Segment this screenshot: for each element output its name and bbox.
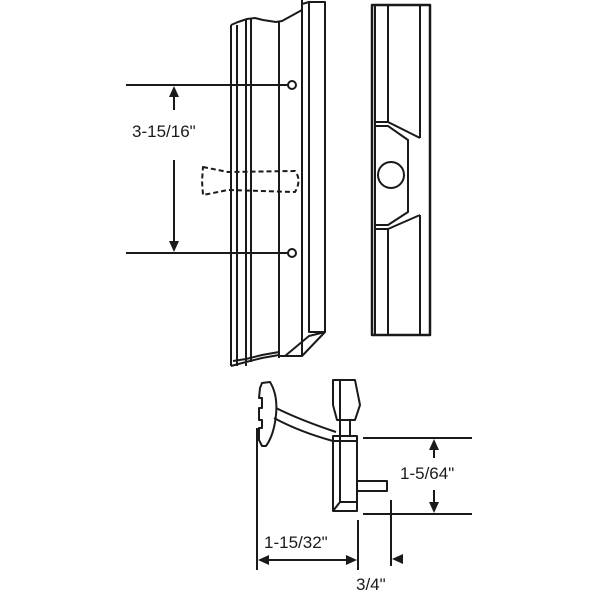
mounting-hole-bottom bbox=[287, 248, 297, 258]
tail-projection-dimension: 3/4" bbox=[356, 500, 403, 594]
side-latch-view bbox=[258, 379, 388, 512]
hole-spacing-label: 3-15/16" bbox=[132, 122, 196, 141]
hole-spacing-dimension: 3-15/16" bbox=[126, 84, 288, 254]
latch-opening bbox=[377, 161, 405, 189]
latch-outline-dashed bbox=[201, 166, 300, 196]
lever-reach-label: 1-15/32" bbox=[264, 533, 328, 552]
body-height-label: 1-5/64" bbox=[400, 464, 454, 483]
body-height-dimension: 1-5/64" bbox=[363, 437, 472, 515]
inside-pull-view bbox=[370, 3, 432, 337]
mounting-hole-top bbox=[287, 80, 297, 90]
tail-projection-label: 3/4" bbox=[356, 575, 386, 594]
lever-reach-dimension: 1-15/32" bbox=[256, 428, 359, 570]
front-handle-view bbox=[201, 0, 326, 367]
